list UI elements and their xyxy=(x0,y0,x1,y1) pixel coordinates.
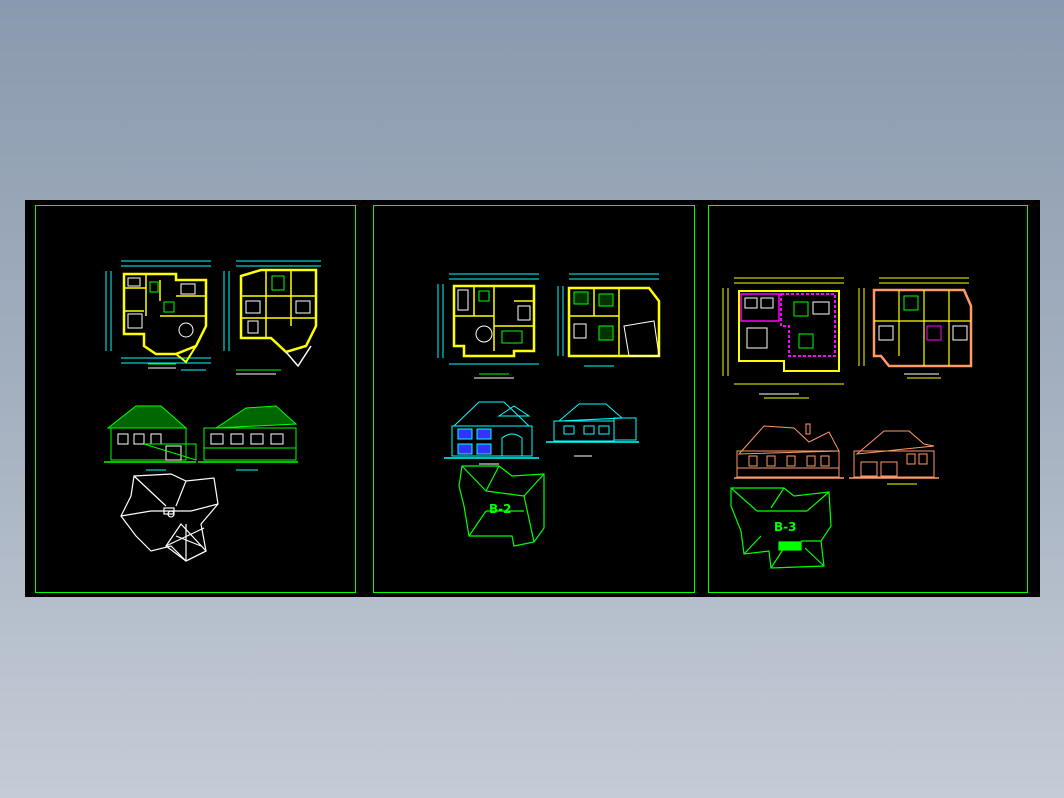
roof-plan-1 xyxy=(120,473,219,562)
block-label-b3: B-3 xyxy=(774,520,796,534)
floor-plan-1b xyxy=(223,260,321,375)
drawing-sheet-1[interactable] xyxy=(35,205,356,593)
elevation-3b xyxy=(849,430,939,485)
drawing-sheet-2[interactable]: B-2 xyxy=(373,205,695,593)
floor-plan-1a xyxy=(105,260,211,371)
block-label-b2: B-2 xyxy=(489,502,511,516)
sheet-3-drawing: B-3 xyxy=(722,277,973,569)
drawing-sheet-3[interactable]: B-3 xyxy=(708,205,1028,593)
roof-plan-3 xyxy=(730,487,832,569)
elevation-3a xyxy=(734,423,844,479)
sheet-2-drawing: B-2 xyxy=(437,273,661,547)
elevation-2b xyxy=(546,403,639,457)
floor-plan-3a xyxy=(722,277,844,399)
cad-model-space[interactable]: B-2 xyxy=(25,200,1040,597)
floor-plan-2b xyxy=(557,273,661,367)
floor-plan-3b xyxy=(858,277,973,379)
elevation-2a xyxy=(444,401,539,465)
elevation-1a xyxy=(104,405,197,471)
floor-plan-2a xyxy=(437,273,539,379)
sheet-1-drawing xyxy=(104,260,321,562)
elevation-1b xyxy=(198,405,298,471)
roof-plan-2 xyxy=(458,465,545,547)
